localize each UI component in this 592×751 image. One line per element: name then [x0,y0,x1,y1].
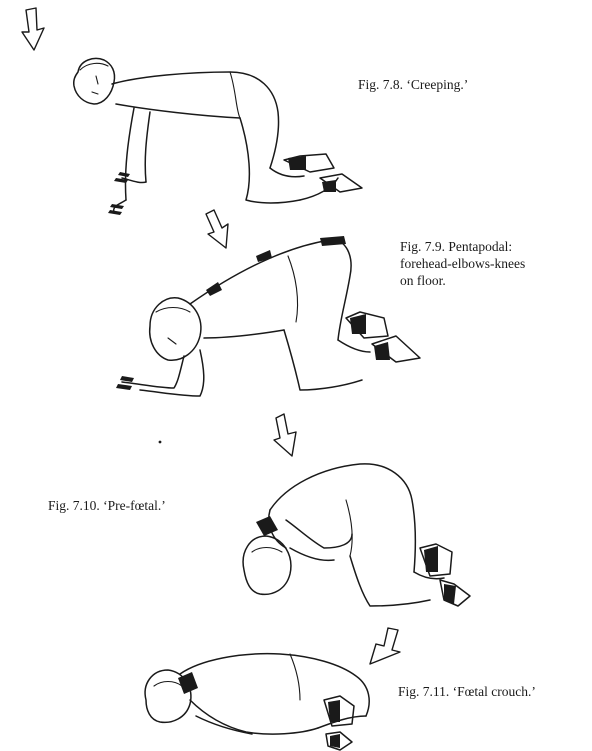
arrow-down-icon [22,8,44,50]
curved-arrow-icon [370,628,400,664]
figure-pre-foetal [243,464,470,606]
caption-fig-7-10: Fig. 7.10. ‘Pre-fœtal.’ [48,497,166,514]
figure-foetal-crouch [145,654,369,750]
caption-line: Fig. 7.9. Pentapodal: [400,238,525,255]
figure-pentapodal [116,236,420,396]
curved-arrow-icon [274,414,296,456]
caption-line: on floor. [400,272,525,289]
caption-fig-7-8: Fig. 7.8. ‘Creeping.’ [358,76,468,93]
caption-fig-7-11: Fig. 7.11. ‘Fœtal crouch.’ [398,683,536,700]
figure-creeping [74,59,362,216]
caption-line: Fig. 7.11. ‘Fœtal crouch.’ [398,683,536,700]
caption-line: Fig. 7.10. ‘Pre-fœtal.’ [48,497,166,514]
caption-fig-7-9: Fig. 7.9. Pentapodal: forehead-elbows-kn… [400,238,525,289]
curved-arrow-icon [206,210,228,248]
caption-line: forehead-elbows-knees [400,255,525,272]
stray-dot [159,441,162,444]
caption-line: Fig. 7.8. ‘Creeping.’ [358,76,468,93]
